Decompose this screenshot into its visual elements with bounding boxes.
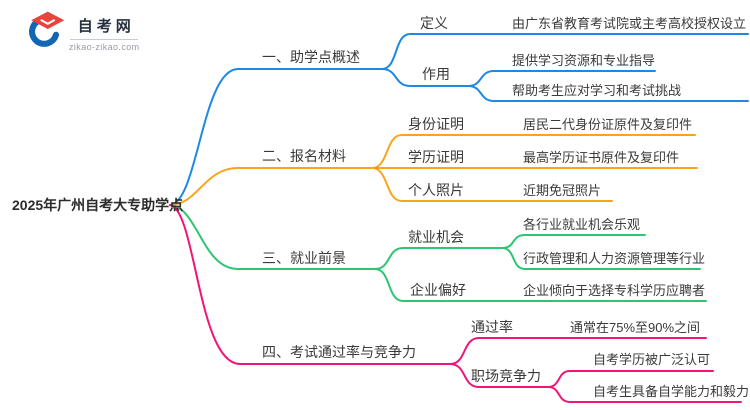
root-topic: 2025年广州自考大专助学点 xyxy=(12,197,184,213)
site-logo: 自考网 zikao-zikao.com xyxy=(26,8,140,52)
branch-1-label: 一、助学点概述 xyxy=(262,49,360,65)
connector-role-leaf2 xyxy=(467,85,749,102)
leaf-photo-text: 近期免冠照片 xyxy=(523,183,602,198)
node-employer-preference-label: 企业偏好 xyxy=(410,282,466,298)
node-job-opportunity-label: 就业机会 xyxy=(408,229,464,245)
node-competitiveness-label: 职场竞争力 xyxy=(471,368,541,384)
connector-branch4-competitiveness xyxy=(449,363,549,388)
branch-2-label: 二、报名材料 xyxy=(262,148,346,164)
connector-competitiveness-leaf2 xyxy=(547,386,742,403)
node-role-label: 作用 xyxy=(422,66,450,82)
connector-root-branch3 xyxy=(169,204,376,270)
connector-root-branch1 xyxy=(169,68,383,206)
logo-divider xyxy=(70,39,139,40)
leaf-pass-rate-text: 通常在75%至90%之间 xyxy=(570,320,701,335)
connector-branch3-preference-row xyxy=(374,268,707,302)
connector-branch1-role xyxy=(381,68,469,87)
leaf-job-opportunity-text-2: 行政管理和人力资源管理等行业 xyxy=(523,251,706,266)
leaf-definition-text: 由广东省教育考试院或主考高校授权设立 xyxy=(512,16,747,31)
connector-root-branch4 xyxy=(169,204,451,365)
branch-4-label: 四、考试通过率与竞争力 xyxy=(262,344,416,360)
leaf-competitiveness-text-1: 自考学历被广泛认可 xyxy=(593,352,711,367)
connector-branch3-jobs xyxy=(374,247,503,270)
node-definition-label: 定义 xyxy=(420,15,448,31)
connector-jobs-leaf1 xyxy=(501,234,646,249)
leaf-competitiveness-text-2: 自考生具备自学能力和毅力 xyxy=(593,384,750,399)
connector-jobs-leaf2 xyxy=(501,247,701,270)
node-id-proof-label: 身份证明 xyxy=(408,116,464,132)
connector-branch4-passrate-row xyxy=(449,337,707,365)
logo-url: zikao-zikao.com xyxy=(69,42,140,52)
node-pass-rate-label: 通过率 xyxy=(471,319,513,335)
node-photo-label: 个人照片 xyxy=(408,182,464,198)
graduation-cap-icon xyxy=(29,11,65,47)
connector-branch1-definition-row xyxy=(381,33,749,70)
leaf-role-text-1: 提供学习资源和专业指导 xyxy=(512,53,656,68)
leaf-id-proof-text: 居民二代身份证原件及复印件 xyxy=(523,117,693,132)
branch-3-label: 三、就业前景 xyxy=(262,250,346,266)
connector-branch2-row3 xyxy=(371,167,613,202)
leaf-job-opportunity-text-1: 各行业就业机会乐观 xyxy=(523,217,641,232)
leaf-role-text-2: 帮助考生应对学习和考试挑战 xyxy=(512,83,682,98)
connector-branch2-row1 xyxy=(371,134,696,169)
node-diploma-proof-label: 学历证明 xyxy=(408,149,464,165)
logo-title: 自考网 xyxy=(77,18,135,35)
leaf-employer-preference-text: 企业倾向于选择专科学历应聘者 xyxy=(523,283,706,298)
leaf-diploma-proof-text: 最高学历证书原件及复印件 xyxy=(523,150,680,165)
connector-root-branch2-row2 xyxy=(169,167,698,206)
